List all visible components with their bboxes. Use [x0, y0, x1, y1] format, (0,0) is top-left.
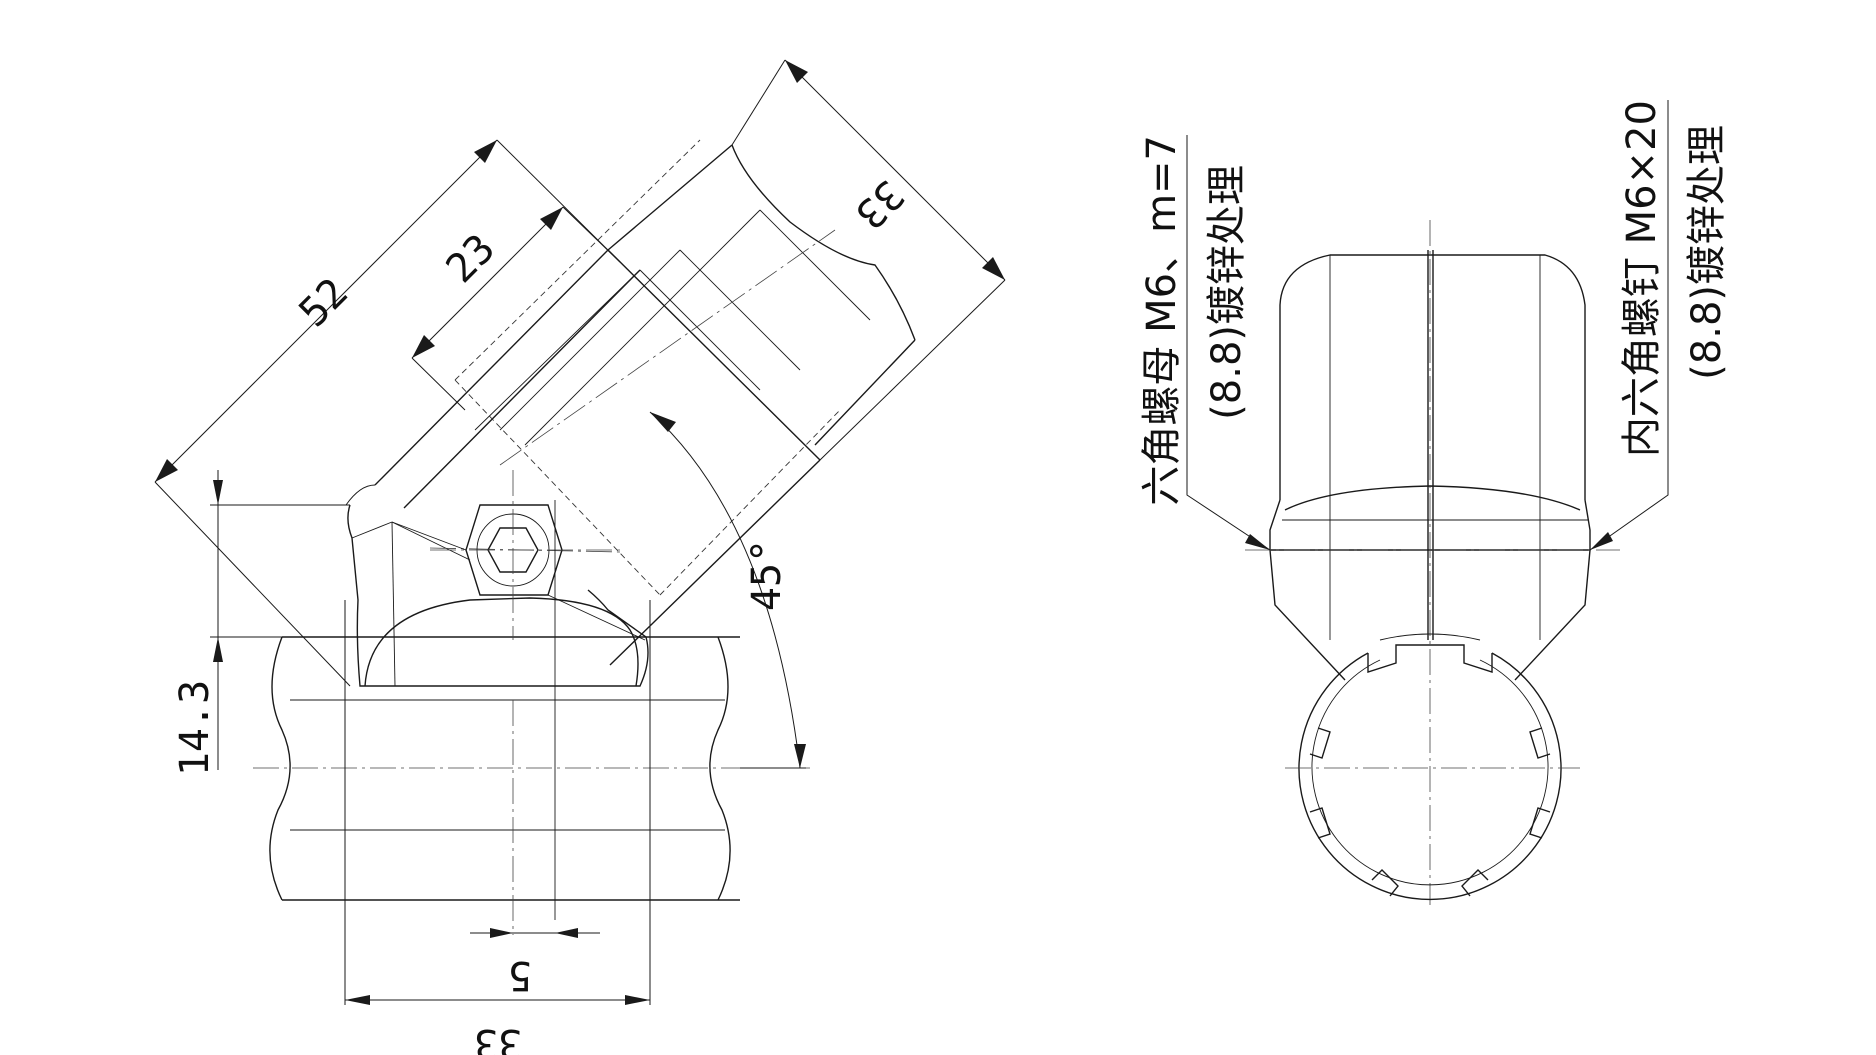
dim-33-bottom-label: 33	[474, 1020, 522, 1055]
fitting-base	[345, 484, 649, 687]
hex-bolt	[391, 470, 646, 920]
dim-45-label: 45°	[744, 539, 790, 611]
callout-bolt-line2: (8.8)镀锌处理	[1684, 125, 1730, 380]
callout-nut-line1: 六角螺母 M6、m=7	[1139, 135, 1185, 506]
dim-33-diagonal-label: 33	[846, 171, 913, 238]
pipe-cross-section	[1285, 633, 1580, 901]
horizontal-pipe	[253, 636, 810, 935]
dim-5: 5	[470, 928, 600, 998]
fitting-side-body	[1245, 220, 1620, 905]
callout-bolt-line1: 内六角螺钉 M6×20	[1619, 100, 1665, 457]
dim-14-3: 14.3	[172, 470, 350, 776]
dim-5-label: 5	[508, 952, 532, 998]
callout-nut-line2: (8.8)镀锌处理	[1204, 165, 1250, 420]
dim-14-3-label: 14.3	[172, 680, 218, 776]
dim-23-label: 23	[438, 226, 505, 293]
dim-23: 23	[411, 206, 621, 411]
dim-45: 45°	[649, 411, 806, 769]
callout-nut: 六角螺母 M6、m=7 (8.8)镀锌处理	[1139, 135, 1271, 551]
callout-bolt: 内六角螺钉 M6×20 (8.8)镀锌处理	[1589, 100, 1730, 551]
angled-tube	[374, 139, 916, 666]
dim-52-label: 52	[291, 270, 358, 337]
dim-33-bottom: 33	[344, 600, 651, 1055]
right-view: 六角螺母 M6、m=7 (8.8)镀锌处理 内六角螺钉 M6×20 (8.8)镀…	[1139, 100, 1730, 905]
dim-33-diagonal: 33	[731, 59, 1006, 461]
left-view: 52 23 33 14.3	[154, 59, 1006, 1055]
